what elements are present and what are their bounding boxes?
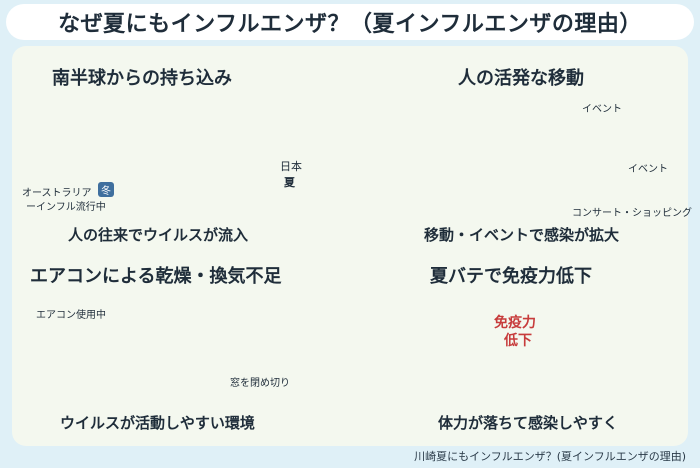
train-icon — [578, 114, 616, 134]
plane-icon — [608, 117, 666, 163]
shopping-icon — [576, 163, 606, 192]
cold-air-icon — [116, 320, 228, 372]
small-arrow-icon — [206, 110, 224, 120]
movement-caption: 移動・イベントで感染が拡大 — [424, 226, 620, 244]
dry-wind-icon — [77, 323, 103, 337]
concert-crowd-icon — [616, 176, 672, 202]
airplane-icon — [78, 139, 148, 167]
arrow-to-japan-icon — [196, 138, 258, 174]
label-decline: 低下 — [504, 333, 532, 349]
japan-map-icon — [231, 87, 313, 203]
movement-title: 人の活発な移動 — [458, 68, 584, 89]
virus-icon — [105, 97, 230, 196]
southern-caption: 人の往来でウイルスが流入 — [68, 226, 249, 244]
crowd-icon — [414, 164, 484, 206]
fever-thermometer-icon — [472, 295, 484, 332]
footer-source: 川崎夏にもインフルエンザ？(夏インフルエンザの理由) — [414, 450, 686, 463]
fatigue-caption: 体力が落ちて感染しやすく — [438, 414, 618, 432]
label-window-closed: 窓を閉め切り — [230, 378, 290, 389]
label-event-2: イベント — [628, 164, 668, 175]
label-immunity: 免疫力 — [494, 315, 536, 331]
city-buildings-icon — [410, 104, 488, 164]
travelers-icon — [148, 94, 208, 128]
aircon-caption: ウイルスが活動しやすい環境 — [60, 414, 255, 432]
label-concert-shopping: コンサート・ショッピング — [572, 208, 692, 219]
label-flu-spreading: ーインフル流行中 — [26, 202, 106, 213]
label-winter-badge: 冬 — [98, 182, 114, 197]
aircon-unit-icon — [133, 299, 209, 319]
label-event-1: イベント — [582, 104, 622, 115]
fatigue-title: 夏バテで免疫力低下 — [430, 266, 592, 287]
page-title: なぜ夏にもインフルエンザ？（夏インフルエンザの理由） — [6, 4, 694, 40]
sick-child-icon — [82, 348, 110, 396]
closed-window-icon — [226, 304, 292, 374]
label-australia: オーストラリア — [22, 188, 92, 199]
thermometer-icon — [56, 325, 68, 360]
snowflake-icon — [35, 105, 53, 125]
tired-person-sofa-icon — [548, 308, 650, 384]
label-aircon-on: エアコン使用中 — [36, 310, 106, 321]
down-arrow-icon — [480, 346, 544, 396]
cycle-arrows-icon — [488, 98, 548, 201]
sun-icon — [338, 72, 390, 124]
sick-person-icon — [410, 310, 460, 398]
walking-people-icon — [494, 114, 556, 152]
virus-icon — [121, 330, 212, 376]
southern-title: 南半球からの持ち込み — [52, 68, 232, 89]
aircon-title: エアコンによる乾燥・換気不足 — [30, 266, 282, 287]
